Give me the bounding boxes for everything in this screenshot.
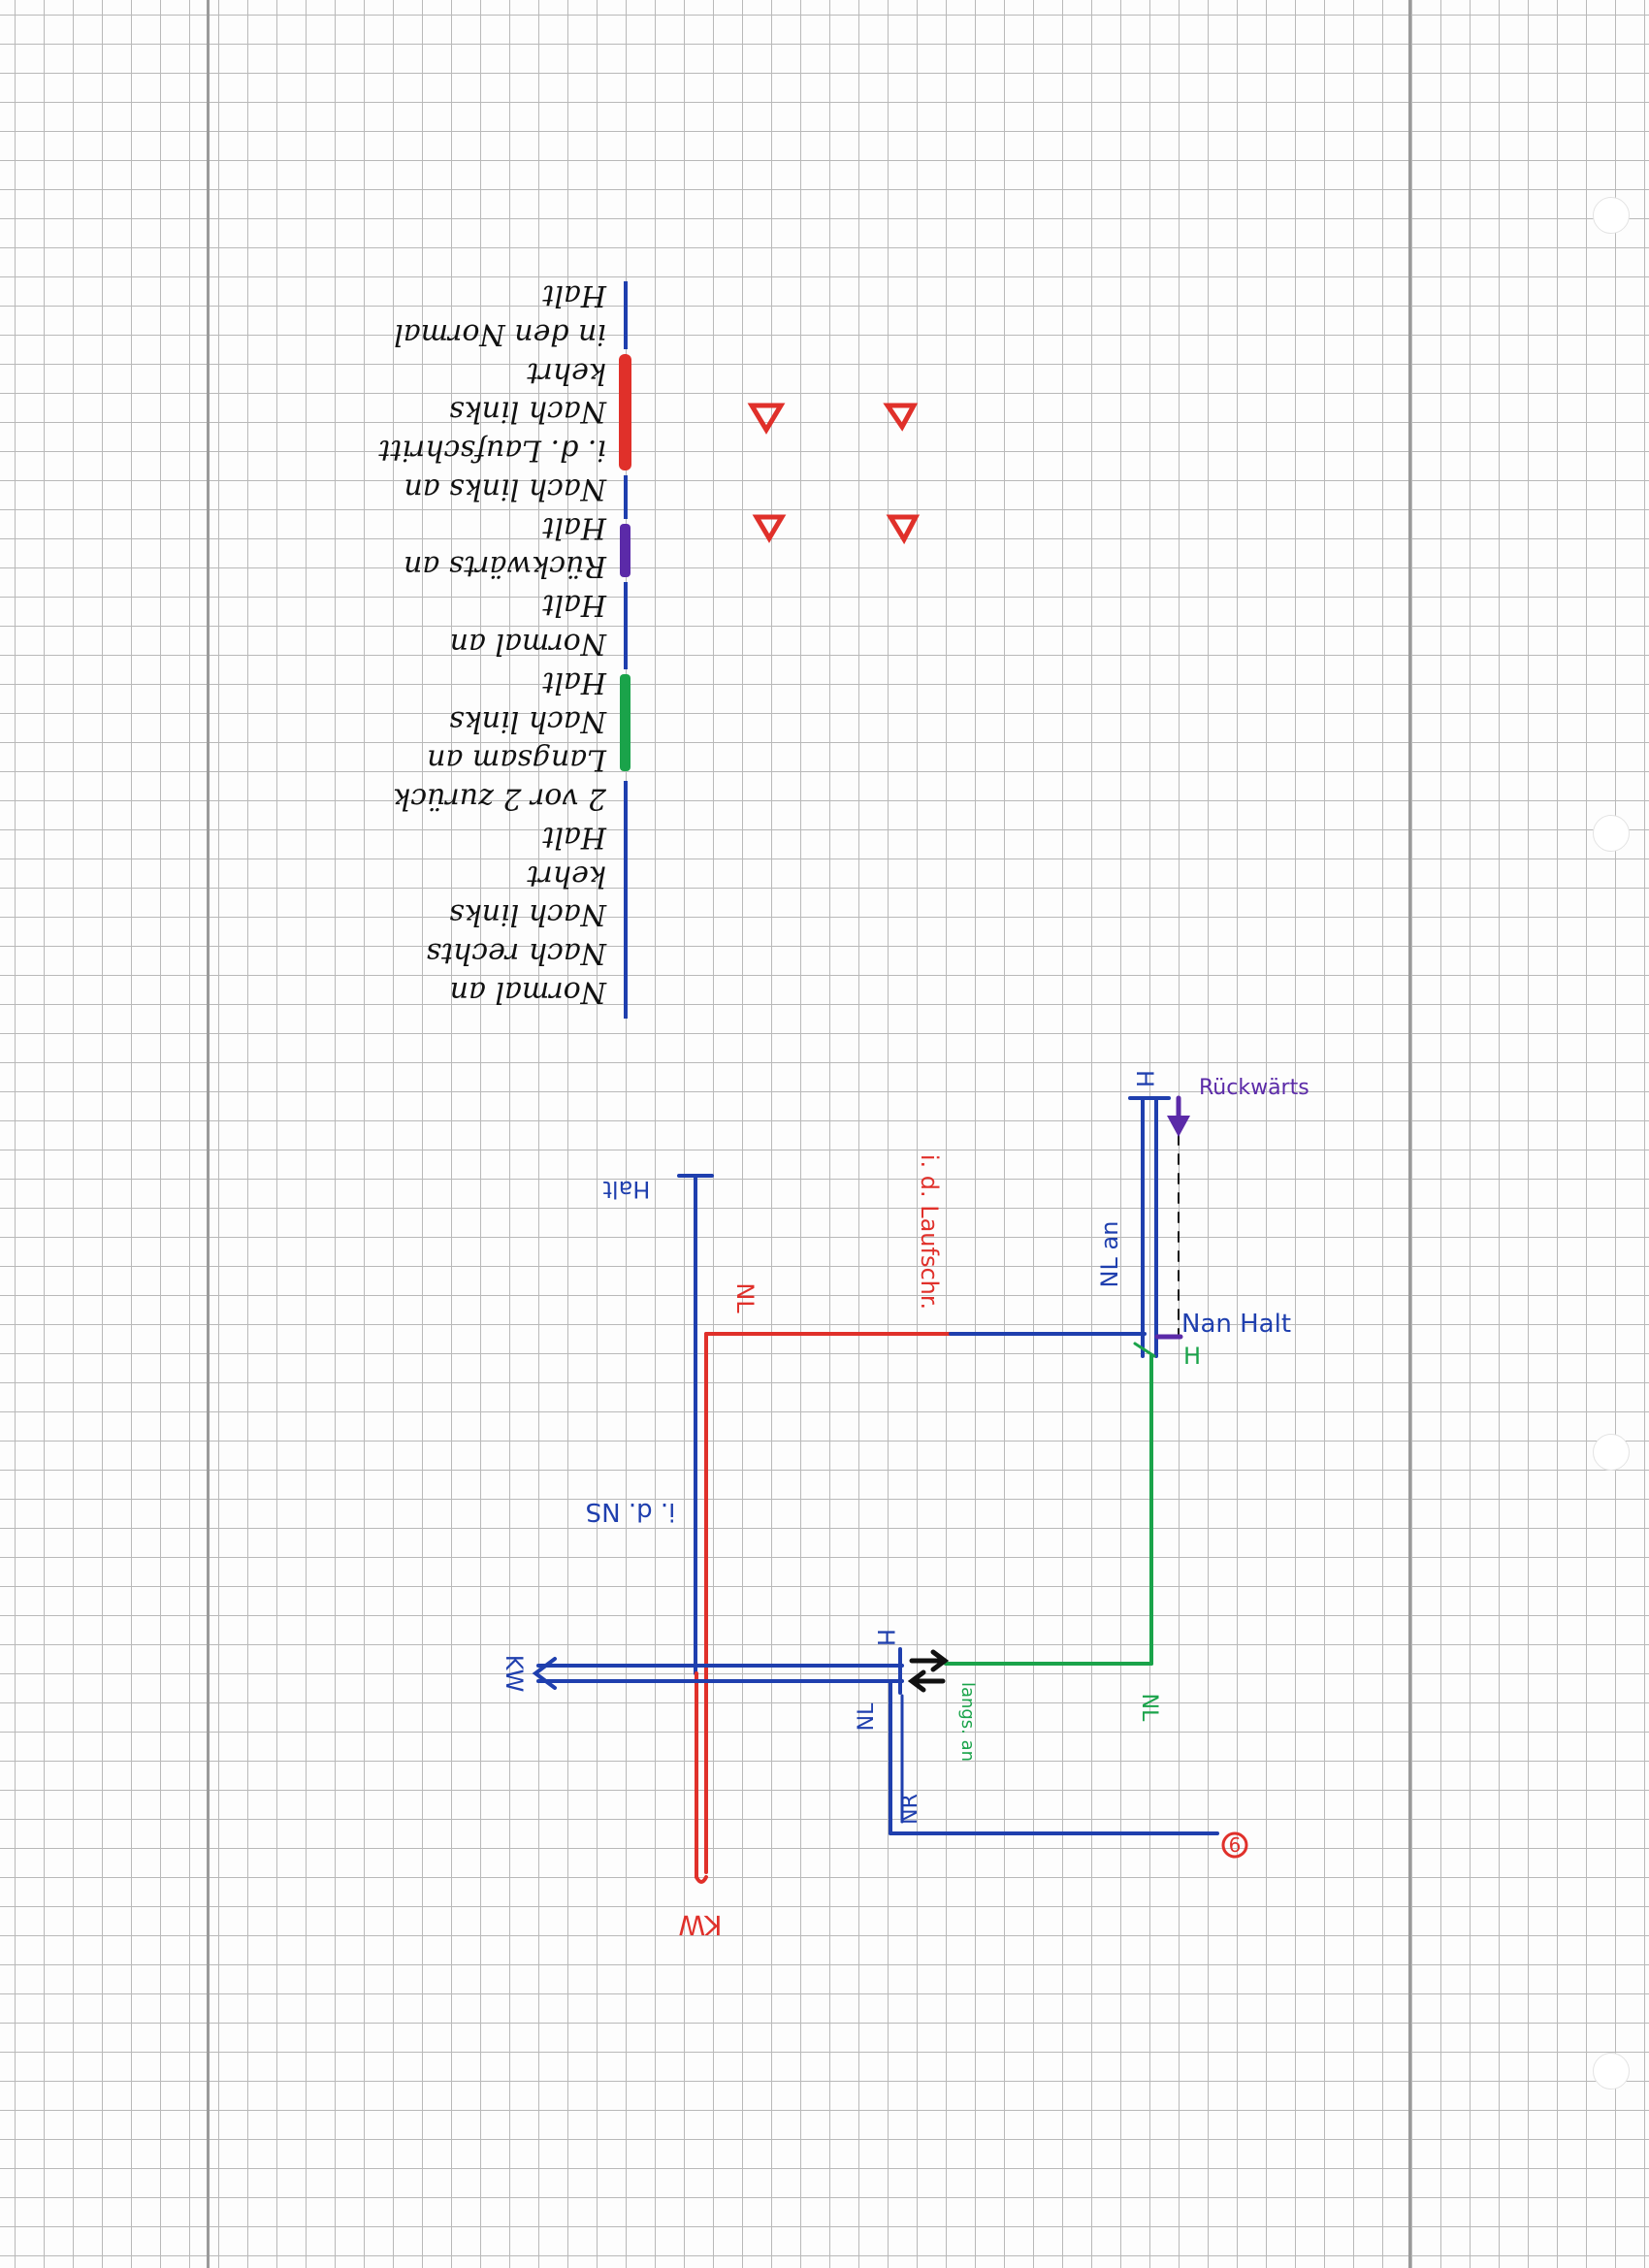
legend-entry: Nach rechts — [427, 936, 607, 970]
label-start-number: 9 — [1229, 1832, 1242, 1856]
rueckwaerts-arrow-head — [1167, 1116, 1190, 1137]
legend-entry: Halt — [541, 278, 607, 312]
label-nan-halt: Nan Halt — [1181, 1310, 1291, 1339]
legend-entry: 2 vor 2 zurück — [393, 782, 607, 816]
legend-entry: Nach links — [449, 704, 607, 738]
legend-bar-red — [619, 354, 631, 470]
black-arrow-right — [909, 1649, 950, 1672]
red-mark-4 — [886, 514, 921, 545]
red-mark-3 — [752, 514, 787, 543]
label-h-mid: H — [872, 1629, 899, 1646]
label-kw-bottom: KW — [678, 1909, 722, 1941]
label-kw-left: KW — [501, 1655, 528, 1693]
legend-entry: Langsam an — [427, 743, 607, 777]
left-margin-line — [207, 0, 210, 2268]
legend-entry: Nach links an — [404, 471, 607, 505]
label-langs-an: langs. an — [957, 1682, 978, 1762]
label-nr: NR — [898, 1794, 922, 1825]
label-ids: i. d. NS — [586, 1497, 676, 1526]
label-rueckwaerts: Rückwärts — [1199, 1076, 1310, 1100]
legend-entry: Normal an — [450, 975, 607, 1009]
legend-entry: kehrt — [526, 859, 606, 892]
punch-hole-2 — [1593, 815, 1630, 852]
path-red-bottom-cap — [695, 1875, 708, 1884]
label-nl-red: NL — [731, 1282, 759, 1313]
start-circle — [1221, 1831, 1248, 1859]
red-marks — [747, 403, 921, 545]
legend-bar-green — [620, 674, 630, 771]
legend-entry: Halt — [541, 665, 607, 699]
legend-entry: Rückwärts an — [404, 549, 607, 583]
legend-entry: Nach links — [449, 897, 607, 931]
legend-entry: Halt — [541, 820, 607, 854]
label-h-top: H — [1131, 1070, 1158, 1087]
legend-bar-purple — [620, 524, 630, 577]
black-arrow-left — [907, 1669, 946, 1693]
red-mark-2 — [883, 403, 919, 432]
punch-hole-3 — [1593, 1434, 1630, 1471]
right-margin-line — [1408, 0, 1411, 2268]
h-green-tick — [1133, 1342, 1156, 1358]
course — [532, 1095, 1248, 1884]
diagram-labels: Halt NL i. d. Laufschr. NL an H Rückwärt… — [501, 1070, 1310, 1941]
legend-entry: Nach links — [449, 395, 607, 429]
legend-entry: i. d. Laufschritt — [377, 434, 606, 468]
label-nl-an: NL an — [1096, 1221, 1123, 1288]
label-halt-top: Halt — [603, 1176, 651, 1203]
legend-entry: kehrt — [526, 356, 606, 390]
red-mark-1 — [747, 403, 786, 435]
punch-hole-1 — [1593, 197, 1630, 234]
legend-entry: in den Normal — [394, 317, 606, 351]
label-h-green: H — [1183, 1343, 1201, 1370]
kw-arrow — [532, 1657, 557, 1690]
label-nl-green: NL — [1137, 1694, 1161, 1722]
punch-hole-4 — [1593, 2053, 1630, 2090]
legend-entry: Normal an — [450, 627, 607, 661]
label-laufschritt: i. d. Laufschr. — [916, 1154, 943, 1310]
legend-entry: Halt — [541, 510, 607, 544]
legend-entry: Halt — [541, 588, 607, 622]
label-nl-mid: NL — [855, 1702, 879, 1731]
